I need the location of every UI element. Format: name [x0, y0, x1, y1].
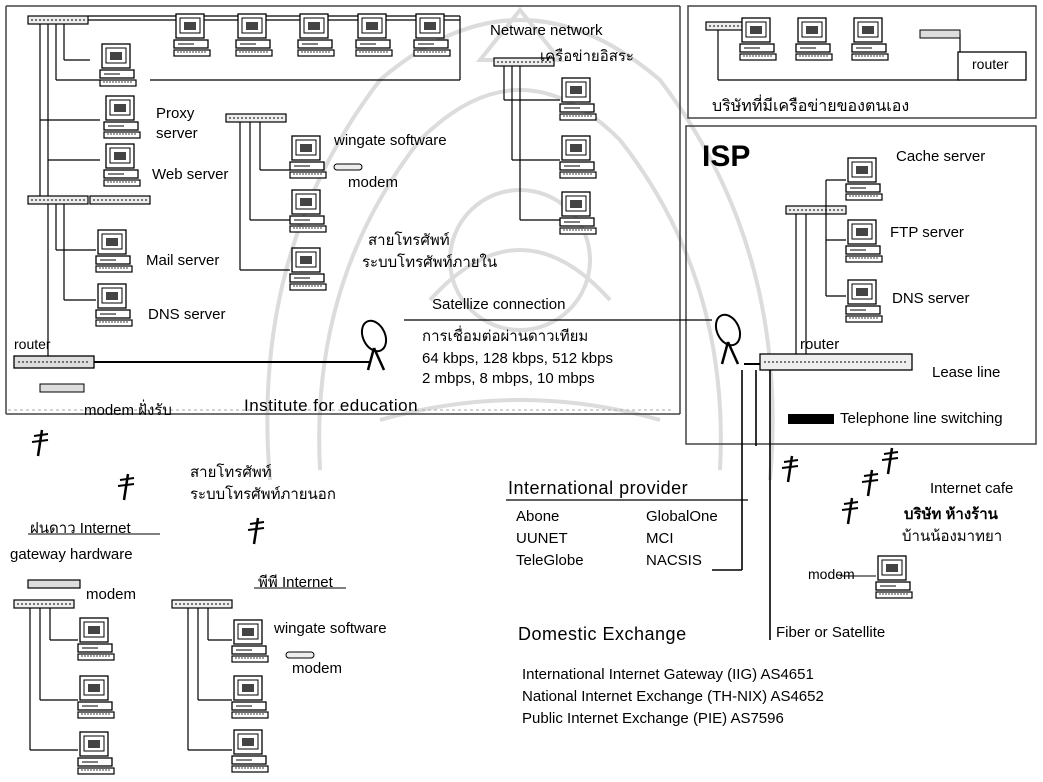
web-server-pc [104, 144, 140, 186]
institute-title: Institute for education [244, 396, 418, 416]
company-shop-label: บริษัท ห้างร้าน [904, 502, 998, 526]
wingate-top-label: wingate software [334, 132, 447, 149]
modem-device-top [334, 164, 362, 170]
tower-mid-left [118, 474, 134, 500]
provider-2a: UUNET [516, 530, 568, 547]
gateway-hardware-label: gateway hardware [10, 546, 133, 563]
isp-lan [786, 180, 846, 354]
proxy-server-label: Proxy server [156, 104, 226, 144]
gateway-lan [14, 580, 80, 750]
speeds-line-1: 64 kbps, 128 kbps, 512 kbps [422, 350, 613, 367]
netware-title-en: Netware network [490, 22, 603, 39]
exchange-iig: International Internet Gateway (IIG) AS4… [522, 666, 814, 683]
wingate-lan [226, 114, 290, 270]
provider-2b: MCI [646, 530, 674, 547]
ftp-server-label: FTP server [890, 224, 964, 241]
provider-1b: GlobalOne [646, 508, 718, 525]
company-network-label: บริษัทที่มีเครือข่ายของตนเอง [712, 94, 909, 119]
modem-bottom-label: modem [292, 660, 342, 677]
tower-left [32, 430, 48, 456]
netware-title-th: เครือข่ายอิสระ [540, 44, 634, 68]
external-line-label-2: ระบบโทรศัพท์ภายนอก [190, 482, 336, 506]
phiphi-label: พีพี Internet [258, 570, 333, 594]
dns-server-pc [96, 284, 132, 326]
dns-server-left-label: DNS server [148, 306, 226, 323]
tower-cafe-4 [842, 498, 858, 524]
tower-phiphi [248, 518, 264, 544]
exchange-thnix: National Internet Exchange (TH-NIX) AS46… [522, 688, 824, 705]
home-label: บ้านน้องมาทยา [902, 524, 1002, 548]
satellite-thai-label: การเชื่อมต่อผ่านดาวเทียม [422, 324, 588, 348]
modem-receive-label: modem ฝั่งรับ [84, 398, 172, 422]
cache-server-label: Cache server [896, 148, 985, 165]
internal-line-label-1: สายโทรศัพท์ [368, 228, 450, 252]
isp-uplinks [712, 370, 770, 640]
isp-title: ISP [702, 140, 750, 174]
telephone-switching-label: Telephone line switching [840, 410, 1003, 427]
external-line-label-1: สายโทรศัพท์ [190, 460, 272, 484]
tower-cafe-2 [882, 448, 898, 474]
dns-server-isp-label: DNS server [892, 290, 970, 307]
tower-cafe-1 [782, 456, 798, 482]
intl-provider-title: International provider [508, 478, 688, 499]
router-isp-device [760, 354, 912, 370]
provider-1a: Abone [516, 508, 559, 525]
company-router-device [920, 30, 1026, 80]
domestic-exchange-title: Domestic Exchange [518, 624, 687, 645]
web-server-label: Web server [152, 166, 228, 183]
satellite-connection-label: Satellize connection [432, 296, 565, 313]
wingate-bottom-label: wingate software [274, 620, 387, 637]
modem-gateway-label: modem [86, 586, 136, 603]
tower-cafe-3 [862, 470, 878, 496]
router-left-label: router [14, 336, 51, 352]
internal-line-label-2: ระบบโทรศัพท์ภายใน [362, 250, 497, 274]
proxy-server-pc [104, 96, 140, 138]
mail-server-label: Mail server [146, 252, 219, 269]
provider-3b: NACSIS [646, 552, 702, 569]
exchange-pie: Public Internet Exchange (PIE) AS7596 [522, 710, 784, 727]
router-company-label: router [972, 56, 1009, 72]
telephone-switch-bar [788, 414, 834, 424]
nuandao-label: ฝนดาว Internet [30, 516, 131, 540]
router-left-device [14, 356, 94, 392]
mail-server-pc [96, 230, 132, 272]
lease-line-label: Lease line [932, 364, 1000, 381]
speeds-line-2: 2 mbps, 8 mbps, 10 mbps [422, 370, 595, 387]
satellite-dish-right [711, 311, 744, 364]
fiber-satellite-label: Fiber or Satellite [776, 624, 885, 641]
phiphi-lan [172, 600, 232, 750]
modem-home-label: modem [808, 566, 855, 582]
netware-lan [494, 58, 560, 220]
institute-workstations [100, 14, 450, 86]
modem-top-label: modem [348, 174, 398, 191]
home-pc [876, 556, 912, 598]
provider-3a: TeleGlobe [516, 552, 584, 569]
router-isp-label: router [800, 336, 839, 353]
internet-cafe-label: Internet cafe [930, 480, 1013, 497]
